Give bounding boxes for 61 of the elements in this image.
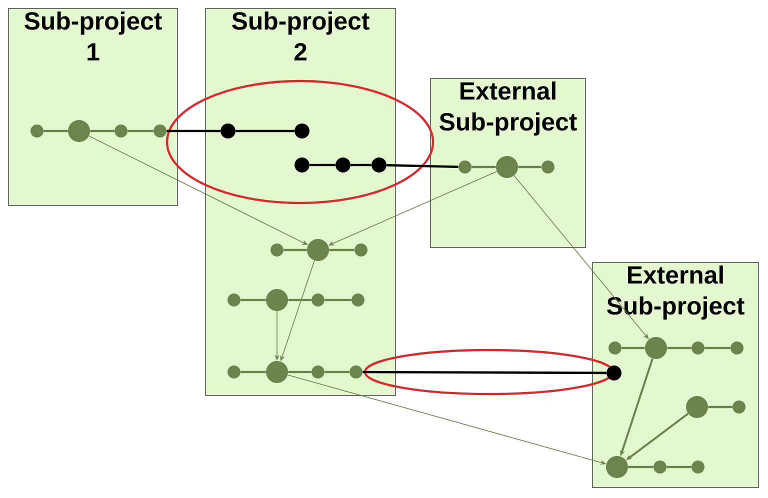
connector-line: [284, 248, 307, 252]
dot: [354, 244, 368, 256]
dot: [270, 244, 284, 256]
dot: [312, 294, 324, 306]
connector-line: [518, 166, 542, 168]
dot: [336, 158, 350, 172]
dot: [730, 342, 744, 354]
connector-line: [329, 248, 354, 252]
dot: [542, 160, 554, 174]
dot: [692, 460, 704, 474]
connector-line: [90, 130, 114, 132]
dot: [496, 156, 518, 178]
dot: [294, 158, 310, 172]
dot: [692, 342, 704, 354]
dot: [686, 396, 708, 418]
dot: [68, 120, 90, 142]
dot: [220, 124, 236, 138]
connector-line: [704, 346, 730, 350]
connector-line: [240, 370, 266, 374]
dot: [266, 289, 288, 311]
connector-line: [472, 166, 496, 168]
dot: [458, 160, 472, 174]
connector-line: [128, 130, 154, 132]
dot: [228, 294, 240, 306]
dot: [606, 366, 622, 380]
subproject-box: External Sub-project: [592, 262, 759, 488]
dot: [307, 239, 329, 261]
connector-line: [667, 346, 692, 350]
dot: [266, 361, 288, 383]
dot: [30, 124, 44, 138]
connector-line: [350, 164, 372, 166]
connector-line: [288, 370, 312, 374]
dot: [608, 342, 622, 354]
dot: [312, 366, 324, 378]
connector-line: [628, 466, 654, 468]
connector-line: [324, 298, 352, 302]
connector-line: [240, 298, 266, 302]
connector-line: [310, 164, 336, 166]
dot: [732, 400, 746, 414]
dot: [352, 294, 364, 306]
dot: [654, 460, 666, 474]
dot: [372, 158, 386, 172]
dot: [114, 124, 128, 138]
dot: [154, 124, 166, 138]
connector-line: [708, 406, 732, 408]
subproject-box: Sub-project 2: [205, 8, 396, 396]
connector-line: [622, 346, 645, 350]
connector-line: [166, 130, 220, 132]
connector-line: [324, 370, 350, 374]
subproject-box: Sub-project 1: [8, 8, 178, 206]
subproject-box: External Sub-project: [430, 78, 586, 248]
dot: [645, 337, 667, 359]
connector-line: [288, 298, 312, 302]
dot: [294, 124, 310, 138]
connector-line: [44, 130, 68, 132]
connector-line: [236, 130, 294, 132]
dot: [350, 366, 362, 378]
connector-line: [666, 466, 692, 468]
connector-line: [386, 164, 458, 168]
dot: [606, 456, 628, 478]
dot: [228, 366, 240, 378]
